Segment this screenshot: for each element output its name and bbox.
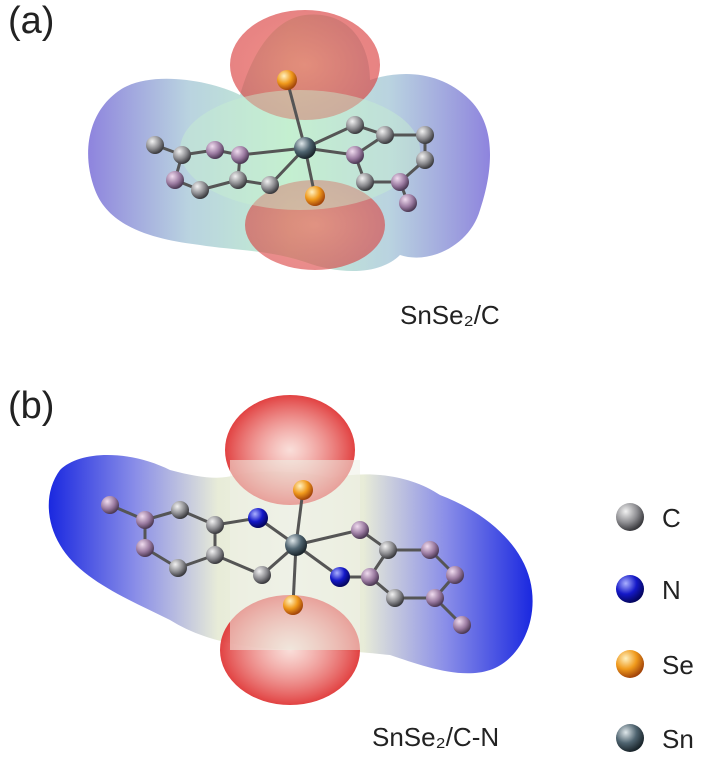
atoms-b [101,480,471,634]
atom-c [386,589,404,607]
atom-c [421,541,439,559]
legend-item-se: Se [612,646,707,686]
panel-label-b: (b) [8,385,55,427]
legend-label: N [662,575,681,605]
atom-sn [285,534,307,556]
atom-c [261,176,279,194]
atom-c [229,171,247,189]
atom-se [283,595,303,615]
caption-a: SnSe₂/C [400,300,500,330]
legend-label: C [662,503,681,533]
atom-c [206,516,224,534]
atom-c [346,116,364,134]
legend-sn-sphere [616,724,644,752]
atom-c [446,566,464,584]
legend-se-sphere [616,650,644,678]
atom-c [146,136,164,154]
atom-c [231,146,249,164]
legend-c-sphere [616,503,644,531]
legend-item-sn: Sn [612,720,707,760]
atom-c [379,541,397,559]
atom-c [136,511,154,529]
atom-c [169,559,187,577]
legend-item-c: C [612,499,707,539]
atom-n [330,567,350,587]
panel-label-a: (a) [8,0,55,42]
atom-c [346,146,364,164]
atom-n-buried [206,141,224,159]
atoms-a [146,70,434,212]
legend-n-sphere [616,575,644,603]
atom-sn [294,137,316,159]
legend-label: Se [662,650,694,680]
atom-c [191,181,209,199]
atom-c [376,126,394,144]
atom-se [293,480,313,500]
atom-c [416,151,434,169]
legend-spheres [616,503,644,752]
atom-c [136,539,154,557]
atom-c [206,546,224,564]
atom-c [253,566,271,584]
caption-b: SnSe₂/C-N [372,722,500,752]
atom-c [416,126,434,144]
atom-c [453,616,471,634]
atom-c [361,568,379,586]
atom-se [277,70,297,90]
atom-c [171,501,189,519]
atom-se [305,186,325,206]
atom-c [426,589,444,607]
atom-n [248,508,268,528]
atom-c [351,521,369,539]
atom-c [166,171,184,189]
legend-item-n: N [612,571,707,611]
esp-surface-b [48,395,533,705]
legend-label: Sn [662,724,694,754]
atom-c [356,173,374,191]
atom-c [101,496,119,514]
atom-c [391,173,409,191]
atom-c [173,146,191,164]
atom-c [399,194,417,212]
